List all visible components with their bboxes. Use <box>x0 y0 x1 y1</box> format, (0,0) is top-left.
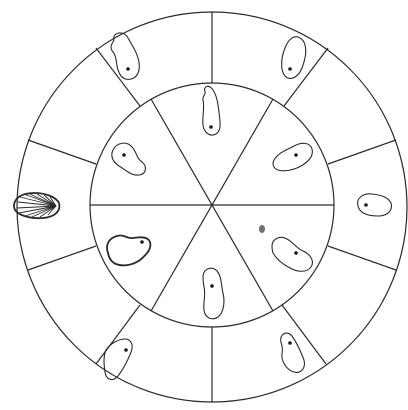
outer-cell-top-left <box>111 33 139 79</box>
inner-cell-bottom <box>203 268 224 318</box>
outer-divider-upper-right <box>284 48 328 106</box>
outer-cells <box>14 33 391 380</box>
outer-cell-top-right <box>282 37 306 79</box>
striations-icon <box>17 194 56 217</box>
stray-granule-icon <box>259 225 265 233</box>
inner-cell-lower-left <box>107 236 150 266</box>
outer-divider-left-upper <box>28 140 96 164</box>
outer-cell-bottom-right <box>281 333 305 372</box>
outer-divider-left-lower <box>28 246 96 270</box>
outer-divider-upper-left <box>96 48 140 106</box>
inner-sector-dividers <box>90 99 334 311</box>
outer-divider-right-lower <box>328 246 396 270</box>
inner-cell-lower-right <box>272 237 312 271</box>
outer-divider-lower-right <box>282 305 326 364</box>
outer-divider-lower-left <box>96 305 140 364</box>
inner-cell-top <box>203 86 220 135</box>
outer-cell-right <box>358 194 392 216</box>
inner-cell-upper-right <box>273 143 312 170</box>
outer-cell-left-striated <box>14 193 59 218</box>
inner-cells <box>107 86 312 318</box>
inner-cell-upper-left <box>112 143 146 175</box>
outer-cell-bottom-left <box>104 339 132 379</box>
outer-divider-right-upper <box>328 140 396 164</box>
outer-sector-dividers <box>28 12 396 402</box>
